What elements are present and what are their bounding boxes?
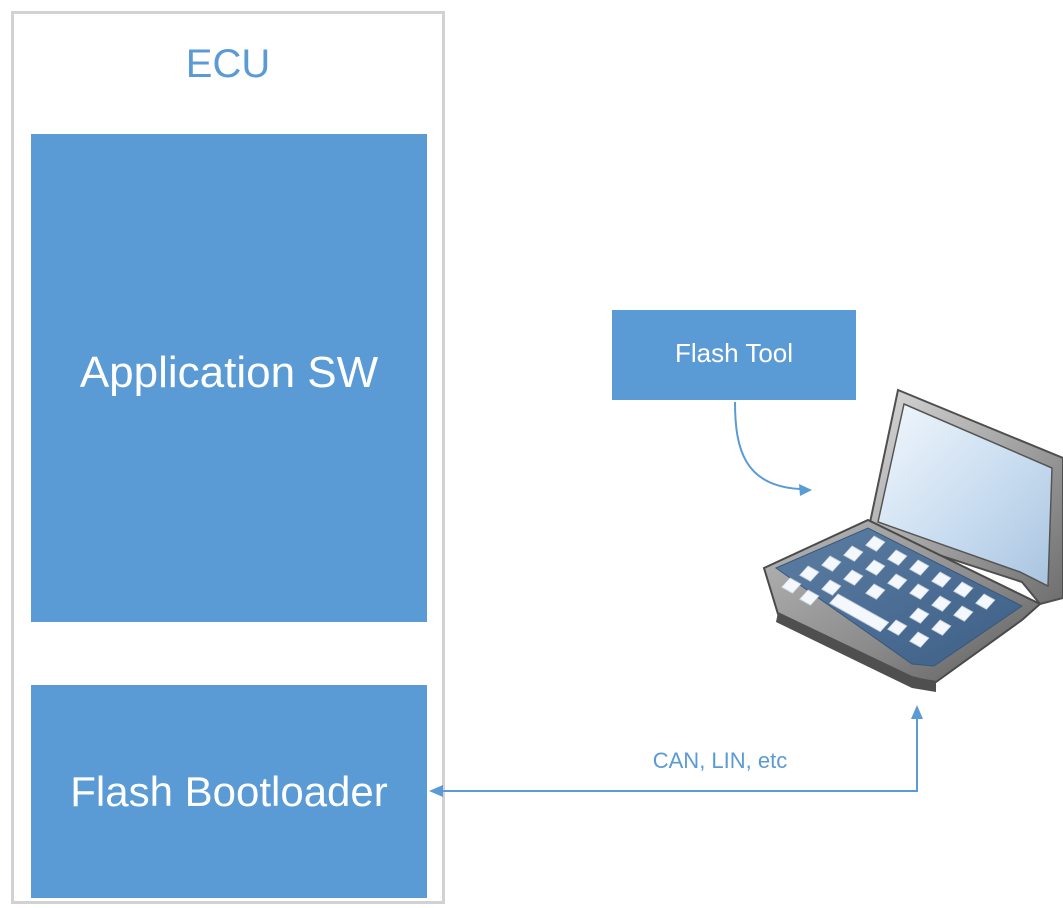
flash-tool-to-laptop-arrow xyxy=(734,401,812,496)
connection-label: CAN, LIN, etc xyxy=(652,748,788,773)
flash-bootloader-label: Flash Bootloader xyxy=(70,767,388,815)
application-sw-block: Application SW xyxy=(31,134,427,622)
laptop-icon xyxy=(762,388,1063,692)
ecu-container xyxy=(11,11,445,904)
ecu-title: ECU xyxy=(185,42,271,86)
flash-tool-label: Flash Tool xyxy=(674,337,794,368)
flash-tool-block: Flash Tool xyxy=(612,310,856,400)
flash-bootloader-block: Flash Bootloader xyxy=(31,685,427,898)
connection-arrow xyxy=(429,705,923,797)
application-sw-label: Application SW xyxy=(79,348,379,397)
